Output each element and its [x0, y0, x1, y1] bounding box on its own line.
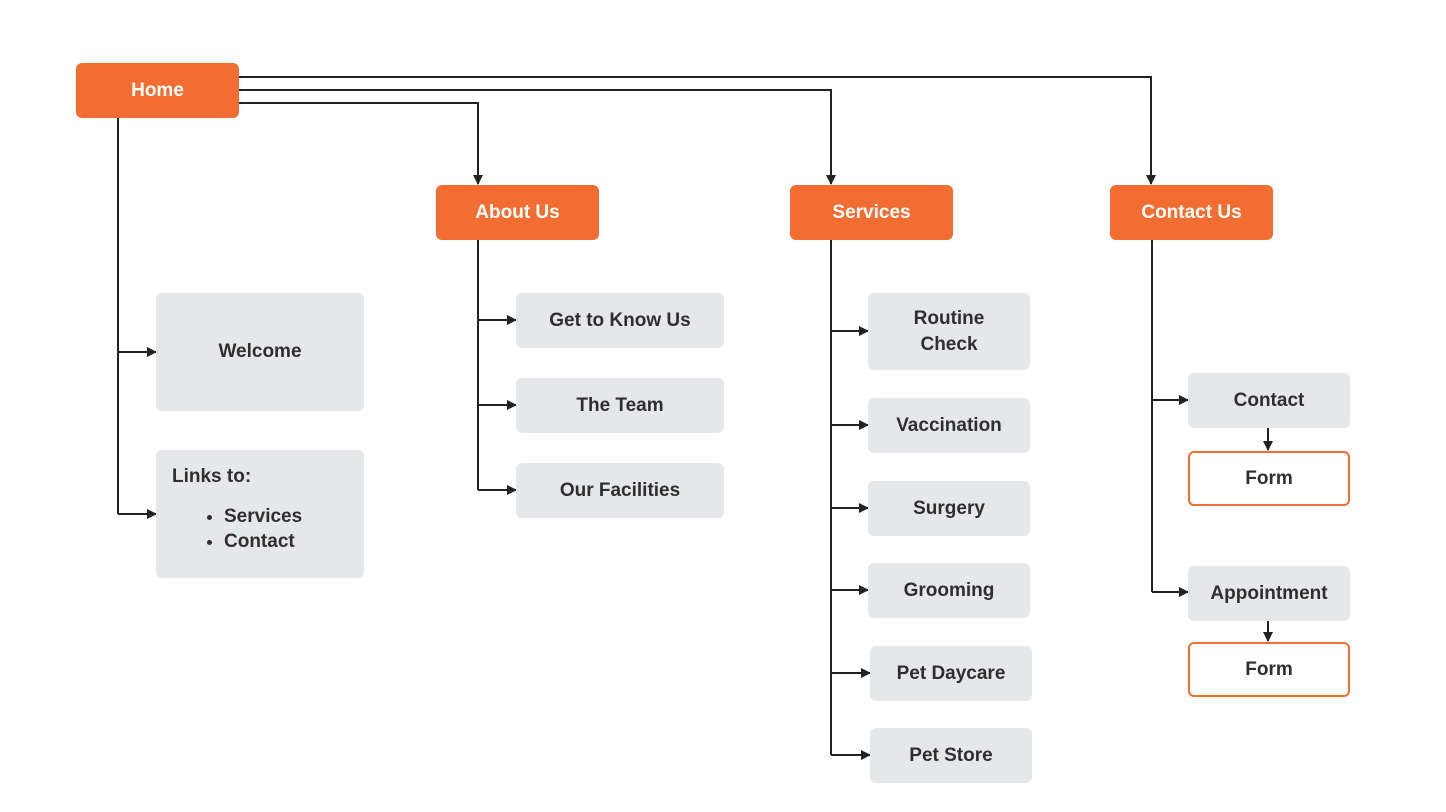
link-contact[interactable]: Contact	[224, 529, 302, 554]
links-list: Services Contact	[172, 504, 302, 554]
home-node[interactable]: Home	[76, 63, 239, 118]
services-node[interactable]: Services	[790, 185, 953, 240]
about-child-our-facilities[interactable]: Our Facilities	[516, 463, 724, 518]
links-node[interactable]: Links to: Services Contact	[156, 450, 364, 578]
contact-us-node[interactable]: Contact Us	[1110, 185, 1273, 240]
services-child-pet-daycare[interactable]: Pet Daycare	[870, 646, 1032, 701]
connector-home-services	[239, 89, 836, 185]
services-child-routine-check[interactable]: Routine Check	[868, 293, 1030, 370]
services-child-surgery[interactable]: Surgery	[868, 481, 1030, 536]
appointment-form-node[interactable]: Form	[1188, 642, 1350, 697]
contact-child-contact[interactable]: Contact	[1188, 373, 1350, 428]
about-child-the-team[interactable]: The Team	[516, 378, 724, 433]
contact-form-node[interactable]: Form	[1188, 451, 1350, 506]
connector-home-contact	[239, 76, 1156, 185]
about-child-get-to-know-us[interactable]: Get to Know Us	[516, 293, 724, 348]
about-us-node[interactable]: About Us	[436, 185, 599, 240]
connector-home-about	[239, 102, 483, 185]
services-child-vaccination[interactable]: Vaccination	[868, 398, 1030, 453]
services-child-grooming[interactable]: Grooming	[868, 563, 1030, 618]
links-label: Links to:	[172, 466, 252, 487]
welcome-node[interactable]: Welcome	[156, 293, 364, 411]
link-services[interactable]: Services	[224, 504, 302, 529]
contact-child-appointment[interactable]: Appointment	[1188, 566, 1350, 621]
services-child-pet-store[interactable]: Pet Store	[870, 728, 1032, 783]
